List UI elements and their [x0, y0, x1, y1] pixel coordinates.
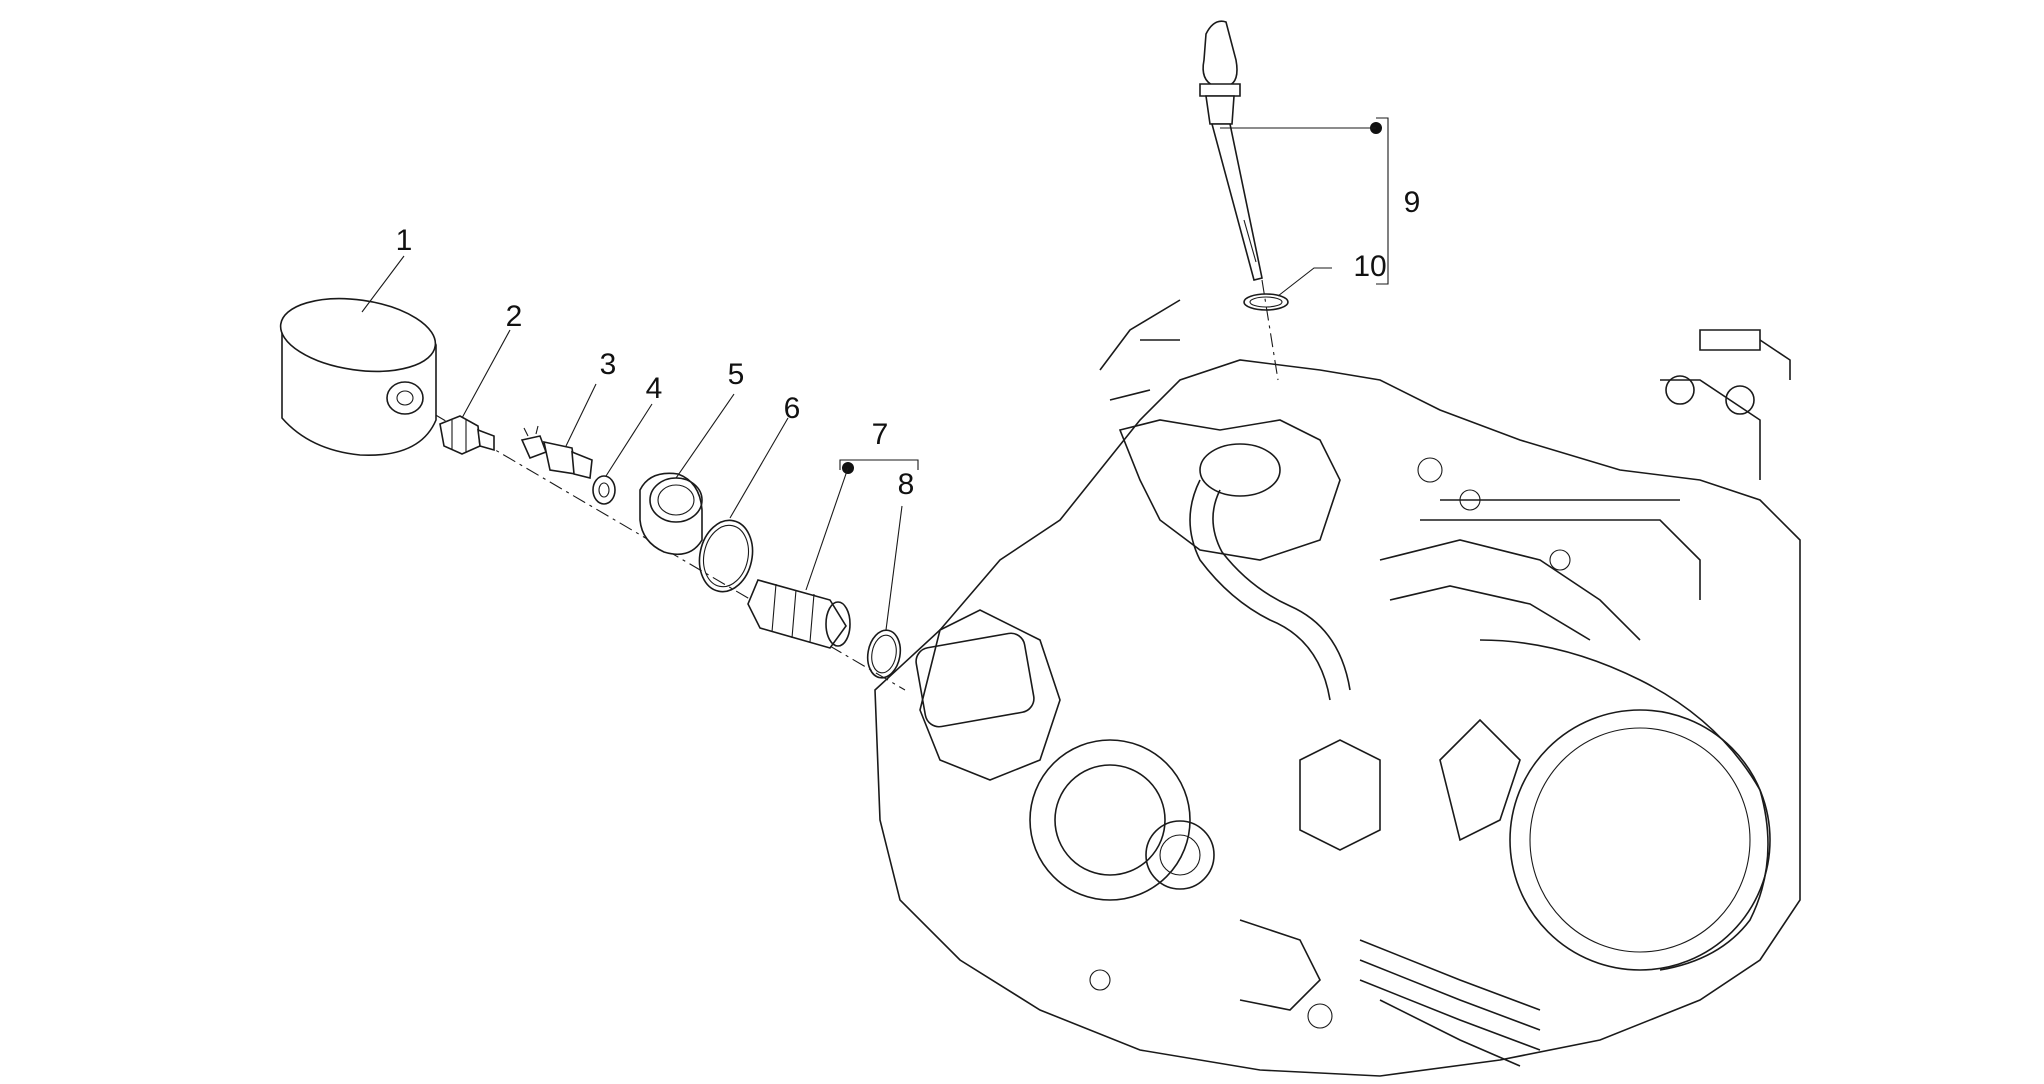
- leader-line-10: [1277, 267, 1332, 297]
- part-label-4: 4: [646, 372, 663, 405]
- leader-line-5: [675, 393, 735, 479]
- engine-assembly: [874, 299, 1801, 1077]
- dipstick-axis-line: [1261, 279, 1279, 381]
- oil-pressure-sensor: [520, 425, 593, 479]
- part-label-5: 5: [728, 358, 745, 391]
- part-label-7: 7: [872, 418, 889, 451]
- leader-line-3: [565, 383, 597, 447]
- leader-line-7: [805, 467, 849, 591]
- small-o-ring: [866, 629, 902, 679]
- oil-dipstick: [1199, 20, 1263, 281]
- filter-cover-cap: [639, 472, 703, 556]
- threaded-nipple: [439, 415, 495, 455]
- large-o-ring: [698, 519, 754, 593]
- leader-line-8: [885, 505, 903, 631]
- part-label-6: 6: [784, 392, 801, 425]
- oil-strainer: [747, 579, 851, 649]
- leader-line-1: [361, 255, 405, 313]
- leader-line-2: [461, 329, 511, 419]
- part-label-3: 3: [600, 348, 617, 381]
- leader-line-4: [605, 403, 653, 477]
- sealing-washer: [592, 475, 616, 505]
- leader-bracket-9: [1376, 117, 1389, 285]
- leader-line-6: [729, 417, 789, 519]
- dipstick-o-ring: [1243, 293, 1289, 311]
- part-label-9: 9: [1404, 186, 1421, 219]
- leader-lines: [361, 117, 1389, 631]
- part-label-10: 10: [1353, 250, 1386, 283]
- part-label-1: 1: [396, 224, 413, 257]
- leader-bracket-7: [839, 459, 919, 470]
- part-label-8: 8: [898, 468, 915, 501]
- oil-filter-cartridge: [279, 297, 437, 456]
- part-label-2: 2: [506, 300, 523, 333]
